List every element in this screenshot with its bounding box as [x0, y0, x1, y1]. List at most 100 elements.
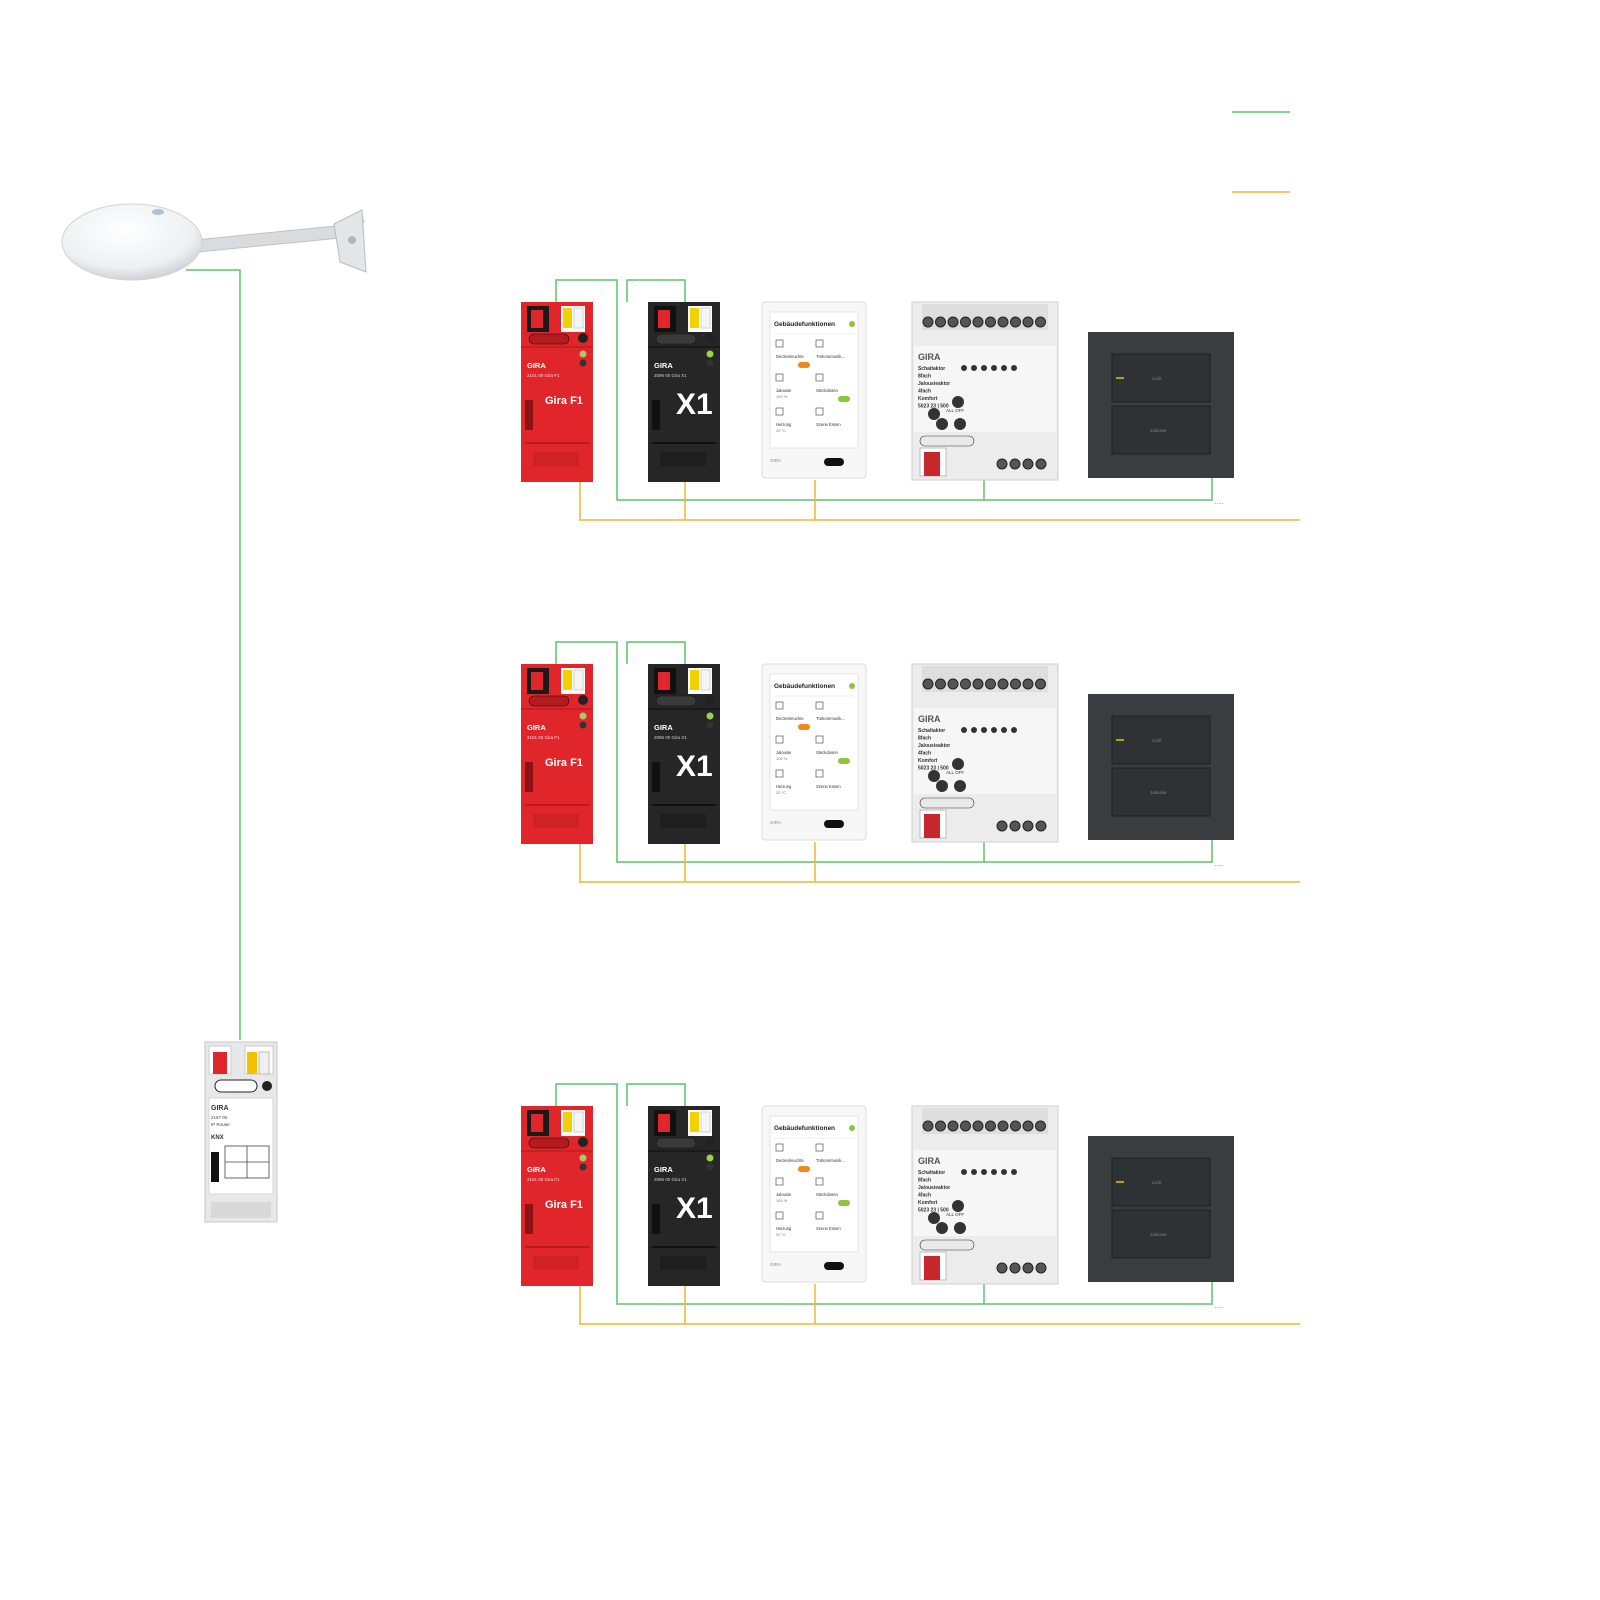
panel-tile-label: Heizung: [776, 422, 792, 427]
manual-button: [952, 758, 964, 770]
switch-label-bottom: Jalousie: [1150, 790, 1167, 795]
panel-tile-icon: [775, 373, 784, 382]
panel-brand: GIRA: [770, 458, 781, 463]
f1-name: Gira F1: [545, 1199, 583, 1211]
x1-divider: [648, 1150, 720, 1152]
x1-model: 2096 00 Gira X1: [654, 1177, 687, 1182]
screw-terminal: [996, 458, 1008, 470]
panel-value: 100 %: [776, 756, 788, 761]
f1-status-led: [579, 1163, 587, 1171]
f1-terminal-white: [573, 669, 584, 691]
panel-tile-icon: [815, 701, 824, 710]
x1-prog-button: [655, 695, 697, 707]
f1-terminal-red: [531, 672, 543, 690]
f1-status-led: [579, 1154, 587, 1162]
panel-tile-label: Steckdosen: [816, 388, 839, 393]
actuator-brand: GIRA: [918, 714, 941, 724]
x1-terminal-red: [658, 310, 670, 328]
screw-terminal: [1010, 316, 1021, 328]
screw-terminal: [972, 316, 984, 328]
ip-link-x1: [626, 641, 686, 664]
manual-button: [952, 396, 964, 408]
manual-button: [936, 1222, 948, 1234]
switch-label-top: Licht: [1152, 738, 1162, 743]
ethernet-port: [211, 1152, 219, 1182]
f1-terminal-yellow: [563, 1112, 572, 1132]
switch-actuator: GIRASchaltaktor8fachJalousieaktor4fachKo…: [911, 301, 1059, 481]
toggle-on-orange: [798, 1166, 810, 1172]
screw-terminal: [947, 316, 959, 328]
panel-tile-label: Deckenleuchte: [776, 716, 804, 721]
panel-brand: GIRA: [770, 820, 781, 825]
panel-tile-icon: [815, 1143, 824, 1152]
actuator-line: 8fach: [918, 1178, 931, 1184]
manual-button: [954, 780, 966, 792]
actuator-line: 5023 23 | 500: [918, 404, 949, 410]
prog-button: [214, 1079, 258, 1093]
f1-prog-button: [528, 333, 570, 345]
terminal-white: [258, 1051, 270, 1075]
x1-lower-line: [652, 804, 716, 806]
actuator-line: 4fach: [918, 1193, 931, 1199]
f1-prog-led: [578, 1137, 588, 1147]
x1-status-led: [706, 359, 714, 367]
actuator-line: Jalousieaktor: [918, 1185, 950, 1191]
x1-terminal-yellow: [690, 670, 699, 690]
f1-terminal-red: [531, 1114, 543, 1132]
x1-sd-slot: [652, 1204, 660, 1234]
manual-button: [928, 1212, 940, 1224]
x1-prog-led: [705, 333, 715, 343]
f1-name: Gira F1: [545, 757, 583, 769]
actuator-prog-button: [919, 435, 975, 447]
screw-terminal: [985, 678, 996, 690]
panel-sensor: [824, 820, 844, 828]
actuator-line: Komfort: [918, 396, 938, 402]
panel-tile-label: Jalousie: [776, 1192, 792, 1197]
panel-tile-icon: [775, 769, 784, 778]
panel-tile-label: Türkommunik...: [816, 1158, 845, 1163]
x1-sd-slot: [652, 400, 660, 430]
screw-terminal: [947, 1120, 959, 1132]
actuator-line: Schaltaktor: [918, 1170, 945, 1176]
panel-tile-label: Heizung: [776, 1226, 792, 1231]
panel-tile-icon: [815, 407, 824, 416]
manual-button: [954, 1222, 966, 1234]
screw-terminal: [1022, 1120, 1034, 1132]
panel-tile-label: Deckenleuchte: [776, 1158, 804, 1163]
x1-name: X1: [676, 388, 713, 421]
panel-sensor: [824, 1262, 844, 1270]
f1-terminal-white: [573, 1111, 584, 1133]
x1-sd-slot: [652, 762, 660, 792]
knx-bus-line: [579, 842, 1300, 883]
channel-led: [1001, 727, 1007, 733]
knx-bus-line: [579, 480, 1300, 521]
panel-screen: [769, 673, 859, 811]
knx-ip-line: [555, 1083, 1213, 1305]
f1-status-led: [579, 359, 587, 367]
rocker-top: [1111, 1157, 1211, 1207]
screw-terminal: [1035, 458, 1047, 470]
actuator-line: 4fach: [918, 389, 931, 395]
f1-terminal-yellow: [563, 308, 572, 328]
actuator-line: Schaltaktor: [918, 366, 945, 372]
x1-name: X1: [676, 750, 713, 783]
panel-tile-label: Jalousie: [776, 750, 792, 755]
manual-button: [928, 408, 940, 420]
panel-tile-label: Türkommunik...: [816, 716, 845, 721]
panel-brand: GIRA: [770, 1262, 781, 1267]
channel-led: [961, 727, 967, 733]
actuator-bus-red: [924, 452, 940, 476]
f1-foot: [533, 814, 579, 828]
panel-tile-icon: [815, 1177, 824, 1186]
ip-link-x1: [626, 1083, 686, 1106]
legend: [1232, 111, 1290, 193]
panel-tile-label: Szene Essen: [816, 1226, 841, 1231]
panel-screen: [769, 1115, 859, 1253]
knx-ip-line: [555, 279, 1213, 501]
